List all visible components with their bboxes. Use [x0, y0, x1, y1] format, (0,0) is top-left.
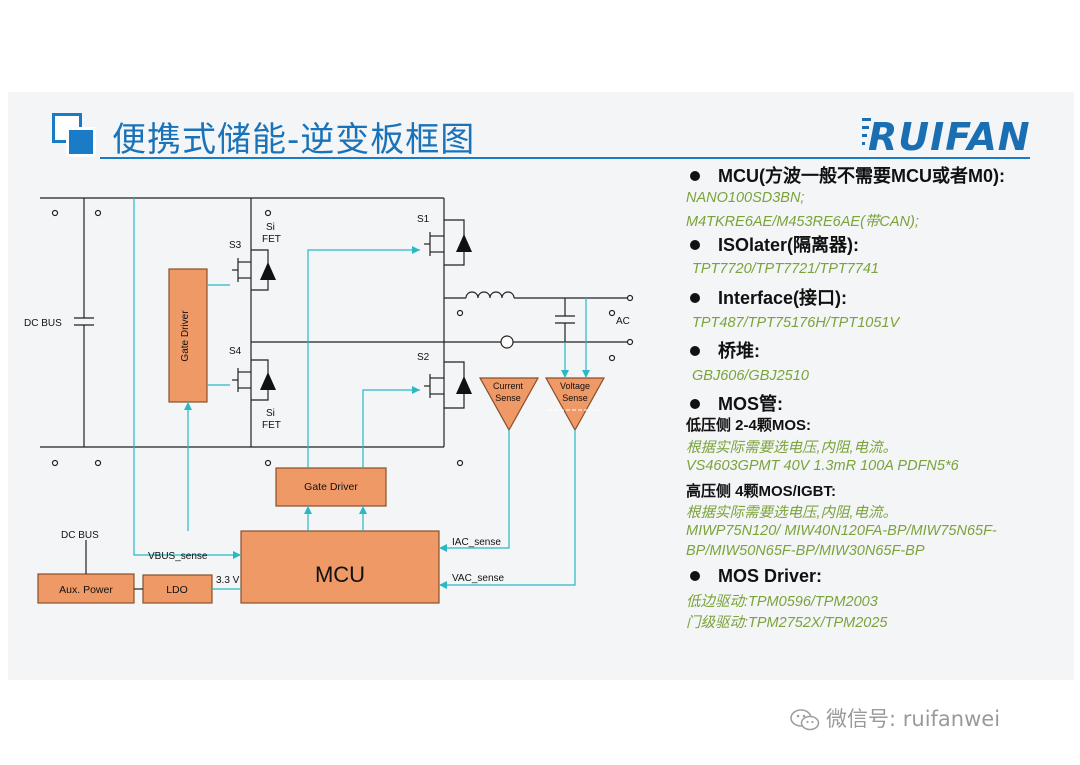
gate-driver-bottom-label: Gate Driver [304, 481, 358, 493]
mcu-label: MCU [315, 562, 365, 587]
current-sense-label-2: Sense [495, 393, 521, 403]
note-driver-heading: MOS Driver: [686, 566, 822, 587]
vac-sense-label: VAC_sense [452, 573, 505, 584]
bullet-icon [690, 240, 700, 251]
current-sense-label-1: Current [493, 381, 524, 391]
note-bridge-heading: 桥堆: [686, 337, 760, 363]
aux-power-label: Aux. Power [59, 584, 113, 596]
logo-graphic: RUIFAN [862, 115, 1031, 158]
note-high-3: BP/MIW50N65F-BP/MIW30N65F-BP [686, 543, 925, 559]
note-low-2: VS4603GPMT 40V 1.3mR 100A PDFN5*6 [686, 458, 959, 474]
note-iso-heading: ISOlater(隔离器): [686, 231, 859, 257]
dc-bus-label: DC BUS [24, 318, 62, 329]
s1-label: S1 [417, 214, 430, 225]
ldo-label: LDO [166, 584, 188, 596]
s3-label: S3 [229, 240, 242, 251]
note-mos-heading: MOS管: [686, 390, 783, 416]
fet-top-label: FET [262, 234, 281, 245]
si-bottom-label: Si [266, 408, 275, 419]
note-high-1: 根据实际需要选电压,内阻,电流。 [686, 505, 898, 521]
gate-driver-left-block [168, 268, 208, 403]
voltage-sense-block [544, 377, 606, 432]
note-iso-1: TPT7720/TPT7721/TPT7741 [692, 261, 879, 277]
current-sense-block [478, 377, 540, 432]
note-high-side: 高压侧 4颗MOS/IGBT: [686, 483, 837, 500]
fet-bottom-label: FET [262, 420, 281, 431]
vbus-sense-label: VBUS_sense [148, 551, 208, 562]
ac-label: AC [616, 316, 630, 327]
si-top-label: Si [266, 222, 275, 233]
note-high-2: MIWP75N120/ MIW40N120FA-BP/MIW75N65F- [686, 523, 997, 539]
note-mcu-heading: MCU(方波一般不需要MCU或者M0): [686, 162, 1005, 188]
page-title: 便携式储能-逆变板框图 [112, 120, 476, 160]
voltage-sense-label-1: Voltage [560, 381, 590, 391]
bullet-icon [690, 571, 700, 582]
note-mcu-1: NANO100SD3BN; [686, 190, 805, 206]
wechat-watermark: 微信号: ruifanwei [790, 703, 1000, 733]
note-if-1: TPT487/TPT75176H/TPT1051V [692, 315, 900, 331]
ldo-block [142, 574, 213, 604]
title-divider [100, 157, 1030, 159]
note-if-heading: Interface(接口): [686, 284, 847, 310]
voltage-sense-label-2: Sense [562, 393, 588, 403]
note-low-side: 低压侧 2-4颗MOS: [686, 417, 812, 434]
svg-text:RUIFAN: RUIFAN [868, 115, 1031, 158]
note-mcu-2: M4TKRE6AE/M453RE6AE(带CAN); [686, 214, 919, 230]
bullet-icon [690, 171, 700, 182]
note-driver-1: 低边驱动:TPM0596/TPM2003 [686, 594, 878, 610]
dc-bus-aux-label: DC BUS [61, 530, 99, 541]
mcu-block [240, 530, 440, 604]
aux-power-block [37, 573, 135, 604]
bullet-icon [690, 293, 700, 304]
gate-driver-left-label: Gate Driver [180, 310, 191, 362]
wechat-id: 微信号: ruifanwei [826, 707, 1001, 731]
wechat-icon [790, 709, 820, 731]
v33-label: 3.3 V [216, 575, 240, 586]
iac-sense-label: IAC_sense [452, 537, 501, 548]
bullet-icon [690, 346, 700, 357]
bullet-icon [690, 399, 700, 410]
gate-driver-bottom-block [275, 467, 387, 507]
note-bridge-1: GBJ606/GBJ2510 [692, 368, 809, 384]
s4-label: S4 [229, 346, 242, 357]
title-square-filled-icon [66, 127, 96, 157]
inverter-block-diagram: Gate Driver Gate Driver MCU Aux. Power L… [0, 160, 680, 620]
note-driver-2: 门级驱动:TPM2752X/TPM2025 [686, 615, 888, 631]
note-low-1: 根据实际需要选电压,内阻,电流。 [686, 440, 898, 456]
s2-label: S2 [417, 352, 430, 363]
